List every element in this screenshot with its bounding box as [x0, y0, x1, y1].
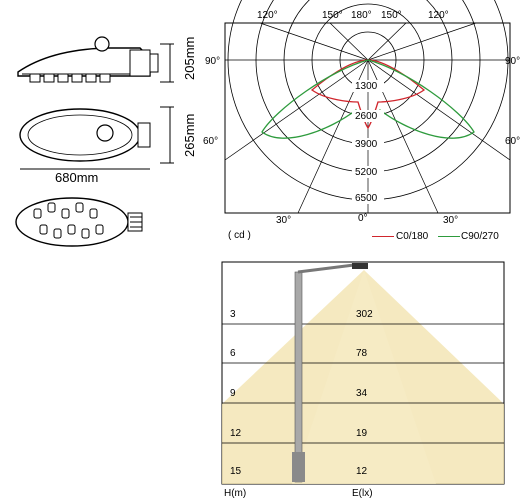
polar-diagram: [200, 0, 515, 250]
illu-h-15: 15: [230, 466, 242, 477]
polar-angle-bottom-30-left: 30°: [276, 215, 292, 226]
lamp-bottom-view: [10, 195, 170, 250]
legend-c0-label: C0/180: [396, 231, 429, 242]
polar-radial-3900: 3900: [355, 139, 378, 150]
polar-radial-1300: 1300: [355, 81, 378, 92]
lamp-side-view: [10, 30, 195, 90]
illu-h-12: 12: [230, 428, 242, 439]
illu-h-6: 6: [230, 348, 236, 359]
polar-radial-6500: 6500: [355, 193, 378, 204]
polar-angle-bottom-0: 0°: [358, 213, 368, 224]
polar-angle-right-60: 60°: [505, 136, 520, 147]
polar-angle-top-2: 150°: [322, 10, 343, 21]
polar-angle-top-3: 180°: [351, 10, 372, 21]
polar-angle-top-4: 150°: [381, 10, 402, 21]
side-height-label: 205mm: [182, 36, 197, 80]
polar-radial-5200: 5200: [355, 167, 378, 178]
illu-x-label: H(m): [224, 488, 247, 499]
illu-e-34: 34: [356, 388, 368, 399]
illu-e-78: 78: [356, 348, 368, 359]
illu-h-3: 3: [230, 309, 236, 320]
illu-e-12: 12: [356, 466, 368, 477]
polar-unit-label: ( cd ): [228, 230, 251, 241]
polar-angle-top-5: 120°: [428, 10, 449, 21]
polar-angle-left-60: 60°: [203, 136, 219, 147]
polar-angle-left-90: 90°: [205, 56, 221, 67]
legend-c0-line: [372, 236, 394, 237]
top-width-label: 680mm: [55, 170, 99, 185]
polar-angle-right-90: 90°: [505, 56, 520, 67]
legend-c90-label: C90/270: [461, 231, 499, 242]
legend-c90-line: [438, 236, 460, 237]
top-height-label: 265mm: [182, 113, 197, 157]
lamp-top-view: [10, 95, 195, 175]
illu-e-19: 19: [356, 428, 368, 439]
polar-angle-bottom-30-right: 30°: [443, 215, 459, 226]
illuminance-diagram: [221, 261, 505, 485]
illu-h-9: 9: [230, 388, 236, 399]
polar-radial-2600: 2600: [355, 111, 378, 122]
polar-angle-top-1: 120°: [257, 10, 278, 21]
illu-e-302: 302: [356, 309, 373, 320]
illu-y-label: E(lx): [352, 488, 373, 499]
